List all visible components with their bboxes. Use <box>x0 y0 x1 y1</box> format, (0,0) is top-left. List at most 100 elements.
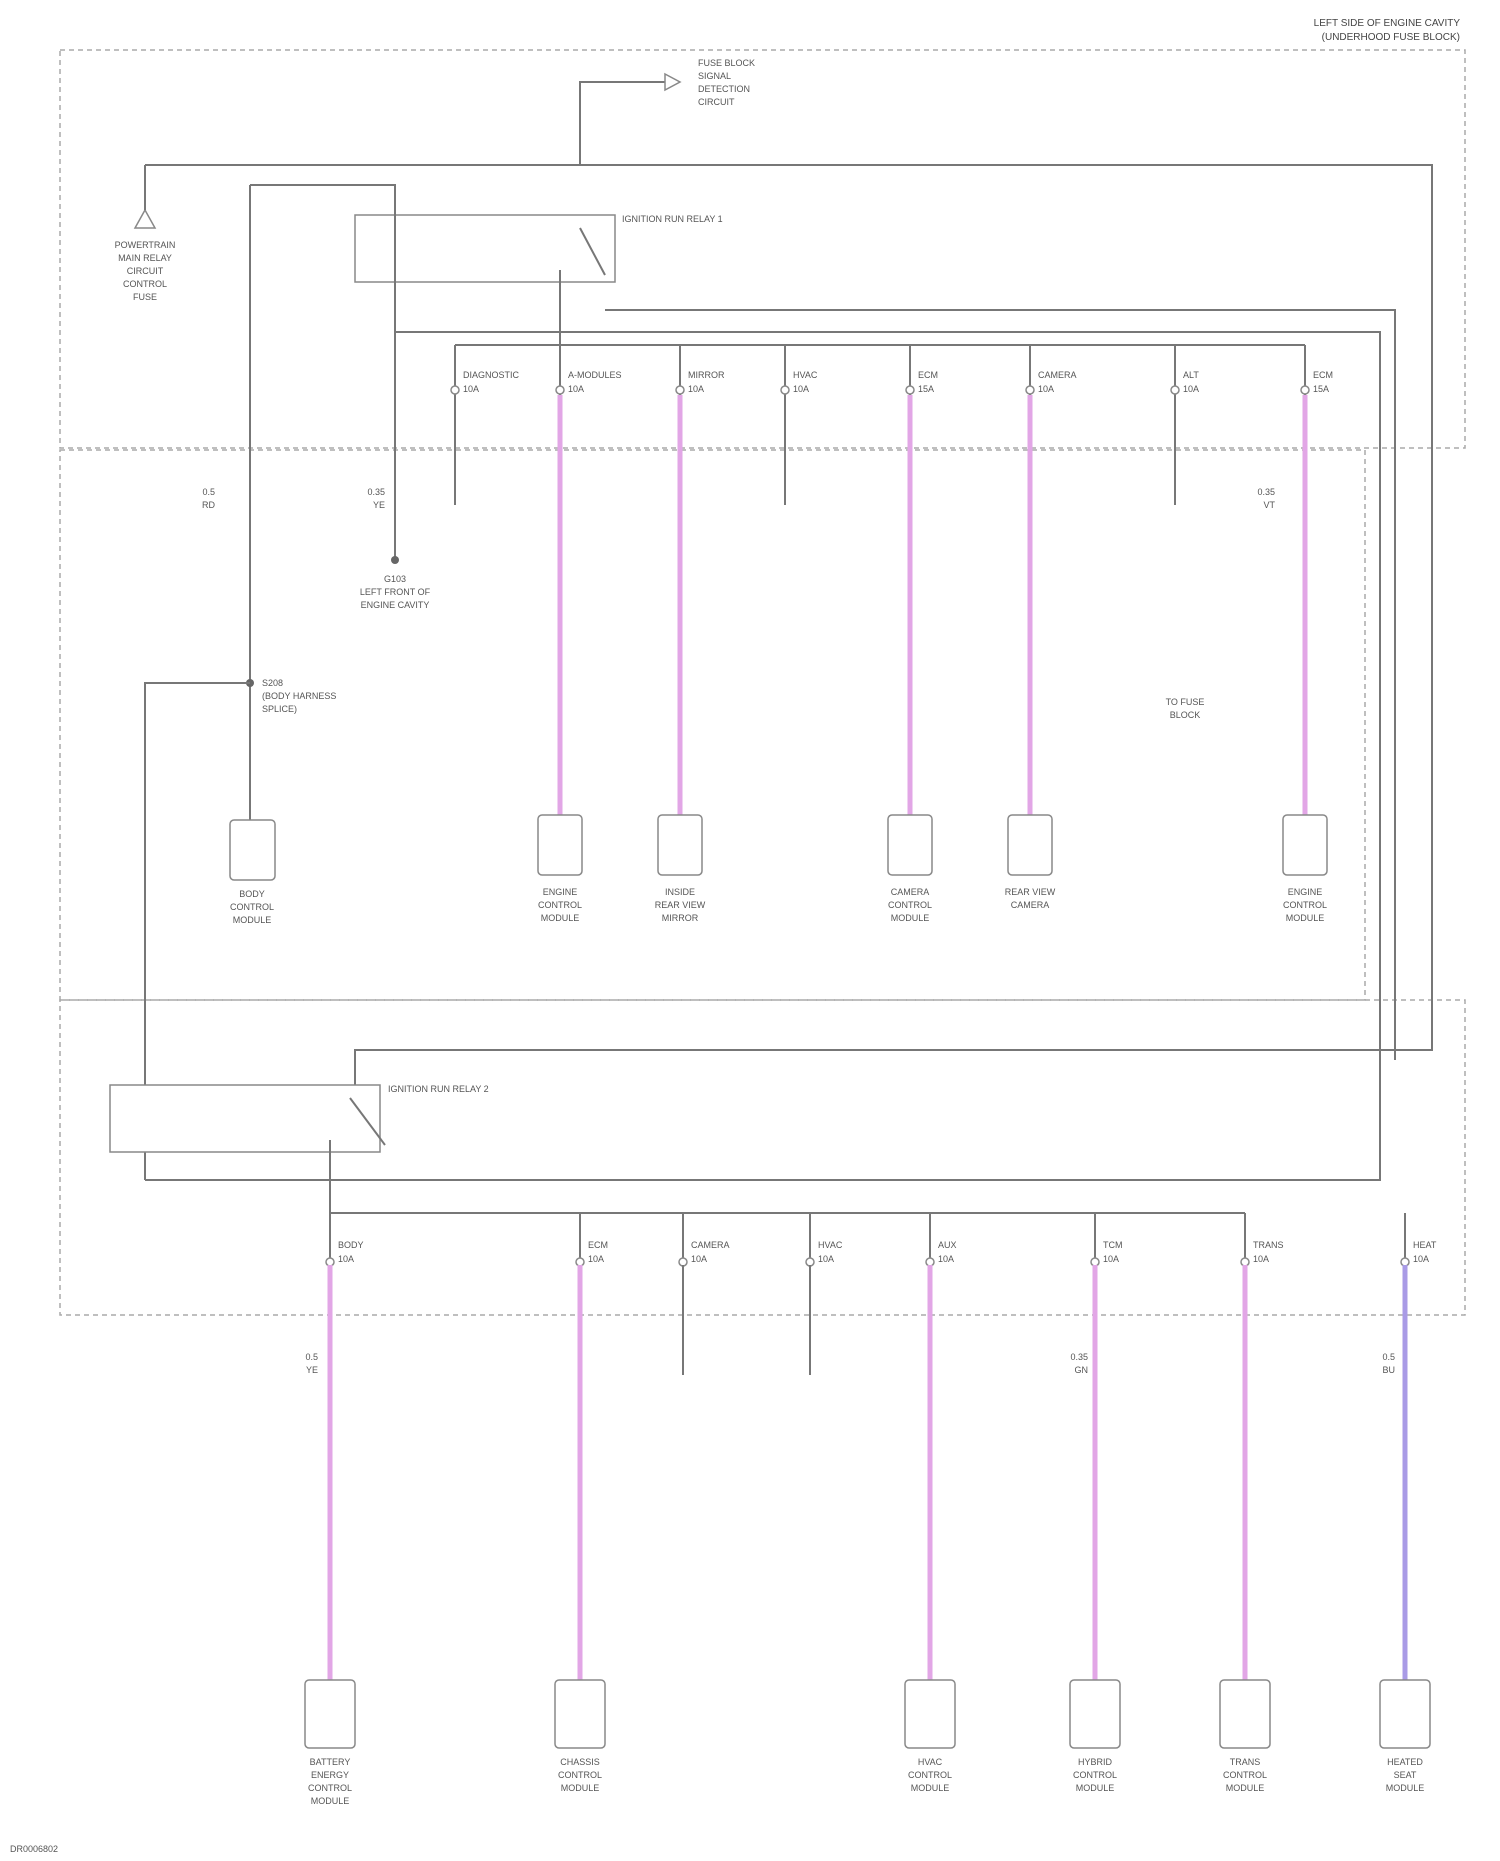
lower-module-label-4-1: CONTROL <box>908 1770 952 1780</box>
lower-module-label-0-1: ENERGY <box>311 1770 349 1780</box>
lower-fuse-rating-2: 10A <box>691 1254 707 1264</box>
lower-fuse-block-outline <box>60 1000 1465 1315</box>
upper-fuse-terminal-1 <box>556 386 564 394</box>
splice-label-line3: SPLICE) <box>262 704 297 714</box>
upper-fuse-name-7: ECM <box>1313 370 1333 380</box>
powertrain-label-line3: CIRCUIT <box>127 266 164 276</box>
lower-module-label-4-0: HVAC <box>918 1757 943 1767</box>
lower-fuse-rating-4: 10A <box>938 1254 954 1264</box>
lower-module-label-5-2: MODULE <box>1076 1783 1115 1793</box>
lower-module-box-7 <box>1380 1680 1430 1748</box>
upper-wire-label-color3: VT <box>1263 500 1275 510</box>
lower-module-label-7-0: HEATED <box>1387 1757 1423 1767</box>
lower-module-label-6-0: TRANS <box>1230 1757 1261 1767</box>
lower-module-label-7-1: SEAT <box>1394 1770 1417 1780</box>
lower-fuse-name-2: CAMERA <box>691 1240 730 1250</box>
lower-wire-label-gauge1: 0.5 <box>305 1352 318 1362</box>
lower-fuse-terminal-2 <box>679 1258 687 1266</box>
upper-module-label-2-2: MIRROR <box>662 913 699 923</box>
upper-fuse-name-4: ECM <box>918 370 938 380</box>
lower-fuse-rating-1: 10A <box>588 1254 604 1264</box>
lower-fuse-terminal-1 <box>576 1258 584 1266</box>
sensor-label-line4: CIRCUIT <box>698 97 735 107</box>
lower-module-label-7-2: MODULE <box>1386 1783 1425 1793</box>
lower-module-label-1-1: CONTROL <box>558 1770 602 1780</box>
lower-fuse-branches: BODY 10A BATTERY ENERGY CONTROL MODULE ECM 10A C… <box>305 1213 1437 1806</box>
block-title-line2: (UNDERHOOD FUSE BLOCK) <box>1322 32 1460 43</box>
upper-module-label-2-0: INSIDE <box>665 887 695 897</box>
upper-module-label-2-1: REAR VIEW <box>655 900 706 910</box>
upper-fuse-rating-0: 10A <box>463 384 479 394</box>
upper-wire-label-gauge3: 0.35 <box>1257 487 1275 497</box>
upper-main-bus <box>145 332 1380 1180</box>
sensor-label-line3: DETECTION <box>698 84 750 94</box>
lower-fuse-rating-0: 10A <box>338 1254 354 1264</box>
lower-module-label-1-0: CHASSIS <box>560 1757 600 1767</box>
lower-wire-label-color3: BU <box>1382 1365 1395 1375</box>
lower-module-label-0-3: MODULE <box>311 1796 350 1806</box>
upper-module-box-4 <box>888 815 932 875</box>
lower-fuse-name-5: TCM <box>1103 1240 1123 1250</box>
lower-fuse-terminal-6 <box>1241 1258 1249 1266</box>
bcm-module-label-0: BODY <box>239 889 265 899</box>
upper-wire-label-color1: RD <box>202 500 215 510</box>
bcm-module-label-1: CONTROL <box>230 902 274 912</box>
lower-module-box-5 <box>1070 1680 1120 1748</box>
upper-module-label-1-1: CONTROL <box>538 900 582 910</box>
lower-fuse-name-7: HEAT <box>1413 1240 1437 1250</box>
upper-fuse-rating-4: 15A <box>918 384 934 394</box>
lower-fuse-name-4: AUX <box>938 1240 957 1250</box>
lower-module-label-0-2: CONTROL <box>308 1783 352 1793</box>
sensor-label-line1: FUSE BLOCK <box>698 58 755 68</box>
powertrain-feed-wire <box>145 165 1432 1095</box>
lower-wire-label-color2: GN <box>1075 1365 1089 1375</box>
to-fuse-label-line2: BLOCK <box>1170 710 1201 720</box>
upper-module-label-7-1: CONTROL <box>1283 900 1327 910</box>
upper-module-label-1-2: MODULE <box>541 913 580 923</box>
lower-fuse-terminal-3 <box>806 1258 814 1266</box>
powertrain-label-line5: FUSE <box>133 292 157 302</box>
upper-fuse-terminal-7 <box>1301 386 1309 394</box>
upper-module-label-7-0: ENGINE <box>1288 887 1323 897</box>
upper-fuse-rating-3: 10A <box>793 384 809 394</box>
lower-module-label-6-1: CONTROL <box>1223 1770 1267 1780</box>
lower-module-label-0-0: BATTERY <box>310 1757 351 1767</box>
upper-fuse-rating-7: 15A <box>1313 384 1329 394</box>
upper-fuse-rating-5: 10A <box>1038 384 1054 394</box>
footer-id: DR0006802 <box>10 1844 58 1854</box>
upper-fuse-name-3: HVAC <box>793 370 818 380</box>
lower-fuse-terminal-4 <box>926 1258 934 1266</box>
upper-module-box-5 <box>1008 815 1052 875</box>
upper-module-label-4-0: CAMERA <box>891 887 930 897</box>
upper-module-label-4-2: MODULE <box>891 913 930 923</box>
powertrain-warning-symbol <box>135 210 155 228</box>
lower-module-box-0 <box>305 1680 355 1748</box>
relay1-label: IGNITION RUN RELAY 1 <box>622 214 723 224</box>
lower-module-label-4-2: MODULE <box>911 1783 950 1793</box>
lower-fuse-name-0: BODY <box>338 1240 364 1250</box>
upper-fuse-rating-6: 10A <box>1183 384 1199 394</box>
lower-fuse-name-6: TRANS <box>1253 1240 1284 1250</box>
lower-module-box-1 <box>555 1680 605 1748</box>
lower-module-label-6-2: MODULE <box>1226 1783 1265 1793</box>
lower-fuse-name-1: ECM <box>588 1240 608 1250</box>
upper-wire-label-gauge2: 0.35 <box>367 487 385 497</box>
upper-module-label-5-1: CAMERA <box>1011 900 1050 910</box>
relay2-label: IGNITION RUN RELAY 2 <box>388 1084 489 1094</box>
upper-module-box-1 <box>538 815 582 875</box>
lower-fuse-rating-6: 10A <box>1253 1254 1269 1264</box>
lower-module-label-5-1: CONTROL <box>1073 1770 1117 1780</box>
upper-fuse-terminal-2 <box>676 386 684 394</box>
lower-wire-label-color1: YE <box>306 1365 318 1375</box>
upper-module-label-1-0: ENGINE <box>543 887 578 897</box>
upper-module-label-5-0: REAR VIEW <box>1005 887 1056 897</box>
relay1-to-relay2-bus <box>605 310 1395 1060</box>
upper-fuse-terminal-3 <box>781 386 789 394</box>
lower-fuse-terminal-7 <box>1401 1258 1409 1266</box>
upper-fuse-terminal-5 <box>1026 386 1034 394</box>
block-title-line1: LEFT SIDE OF ENGINE CAVITY <box>1314 18 1461 29</box>
upper-fuse-terminal-6 <box>1171 386 1179 394</box>
splice-label-line1: S208 <box>262 678 283 688</box>
splice-label-line2: (BODY HARNESS <box>262 691 336 701</box>
